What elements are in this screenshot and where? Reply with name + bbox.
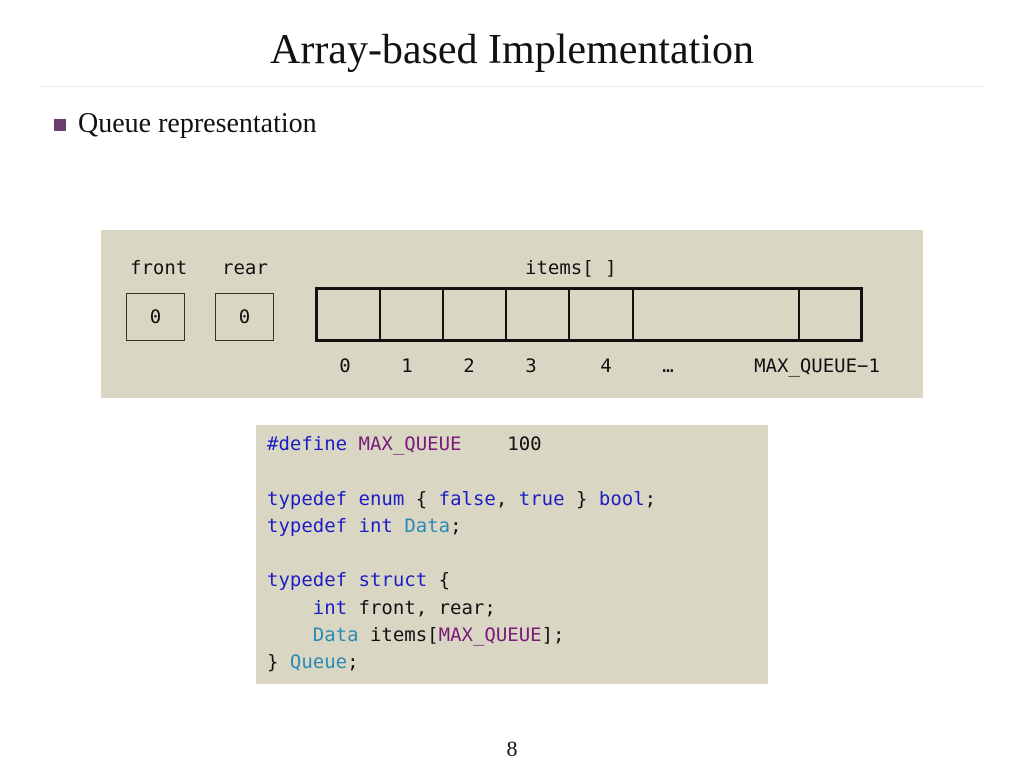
code-token: ]; <box>541 624 565 647</box>
code-token: items[ <box>369 624 439 647</box>
code-token: { <box>415 487 428 510</box>
index-label: 1 <box>401 355 413 377</box>
code-token: } <box>267 651 279 674</box>
code-token: int <box>312 596 348 619</box>
code-line-field-int: int front, rear; <box>267 595 768 622</box>
code-token: 100 <box>507 433 542 455</box>
queue-diagram: front rear items[ ] 0 0 0 1 2 3 4 … MAX_… <box>101 230 923 398</box>
code-token: bool <box>598 487 645 510</box>
code-line-typedef-int: typedef int Data; <box>267 513 768 540</box>
items-label: items[ ] <box>525 257 617 279</box>
front-value: 0 <box>149 306 162 328</box>
rear-label: rear <box>222 257 268 279</box>
code-token: Queue <box>289 651 348 674</box>
code-token: , <box>495 487 508 510</box>
code-token: int <box>358 514 393 537</box>
array-cell-last <box>800 290 860 339</box>
code-token: typedef <box>267 487 348 510</box>
front-box: 0 <box>126 293 185 341</box>
page-number: 8 <box>506 736 518 761</box>
rear-box: 0 <box>215 293 274 341</box>
code-line-typedef-enum: typedef enum { false, true } bool; <box>267 486 768 513</box>
code-token: struct <box>358 569 428 592</box>
rear-value: 0 <box>238 306 251 328</box>
code-line-field-items: Data items[MAX_QUEUE]; <box>267 622 768 649</box>
array-cell <box>444 290 507 339</box>
code-token: true <box>518 487 565 510</box>
array-cell <box>381 290 444 339</box>
index-label: 4 <box>600 355 612 377</box>
code-token: false <box>438 487 496 510</box>
index-label-last: MAX_QUEUE−1 <box>754 355 880 377</box>
code-token: MAX_QUEUE <box>358 433 462 455</box>
bullet-item: Queue representation <box>54 108 317 140</box>
code-token: enum <box>358 487 405 510</box>
code-token: front, rear; <box>358 596 496 619</box>
index-label: 2 <box>463 355 475 377</box>
slide-title: Array-based Implementation <box>270 27 754 73</box>
code-token: ; <box>644 487 657 510</box>
bullet-square-icon <box>54 119 66 131</box>
code-token: { <box>438 569 451 592</box>
code-line-blank <box>267 540 768 567</box>
front-label: front <box>130 257 188 279</box>
array-cell <box>570 290 634 339</box>
code-line-blank <box>267 458 768 485</box>
code-line-close: } Queue; <box>267 649 768 676</box>
code-line-define: #define MAX_QUEUE 100 <box>267 431 768 458</box>
code-token: Data <box>312 624 359 647</box>
code-token: Data <box>404 514 451 537</box>
bullet-text: Queue representation <box>78 108 317 139</box>
code-line-typedef-struct: typedef struct { <box>267 567 768 594</box>
index-ellipsis: … <box>662 355 674 377</box>
code-block: #define MAX_QUEUE 100 typedef enum { fal… <box>256 425 768 684</box>
index-label: 3 <box>525 355 537 377</box>
items-array <box>315 287 863 342</box>
code-token: ; <box>347 651 359 674</box>
code-token: typedef <box>267 514 348 537</box>
array-cell <box>507 290 570 339</box>
code-token: } <box>575 487 588 510</box>
code-token: typedef <box>267 569 348 592</box>
title-divider <box>40 86 984 87</box>
code-token: ; <box>450 514 462 537</box>
array-cell-gap <box>634 290 800 339</box>
index-label: 0 <box>339 355 351 377</box>
array-cell <box>318 290 381 339</box>
code-token: MAX_QUEUE <box>438 624 542 647</box>
code-token: #define <box>267 433 348 455</box>
